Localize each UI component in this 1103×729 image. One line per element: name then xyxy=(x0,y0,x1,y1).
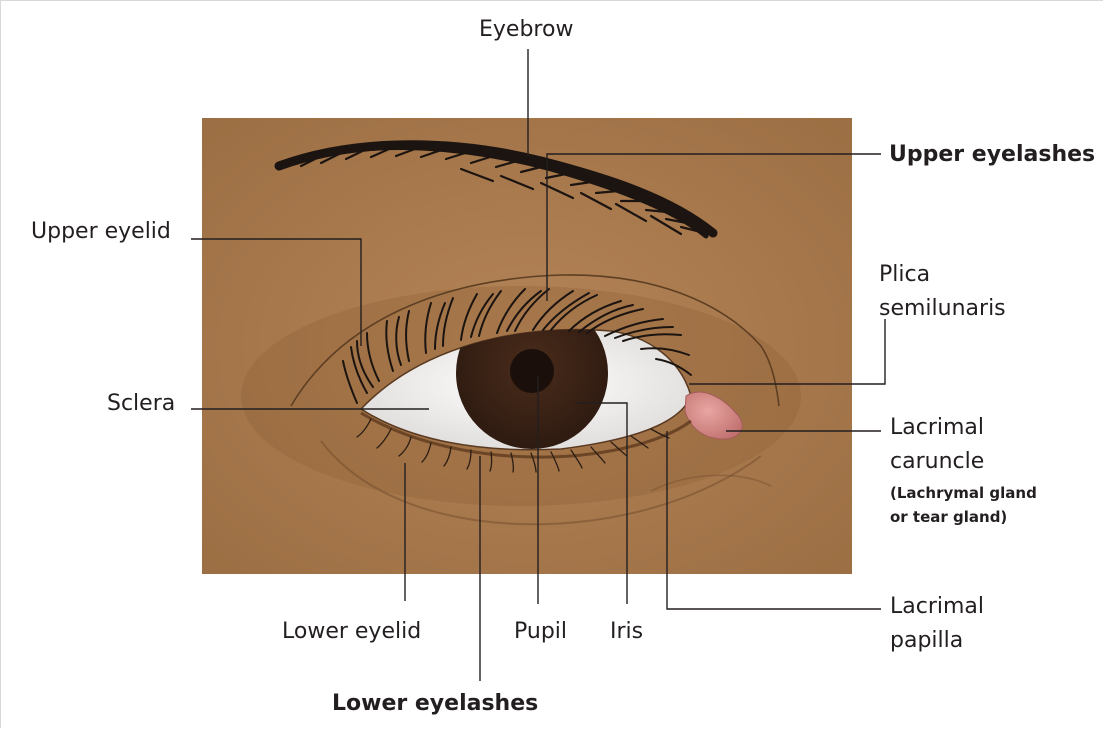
upper-eyelashes-label: Upper eyelashes xyxy=(889,138,1095,171)
caruncle-note-line2: or tear gland) xyxy=(890,506,1007,529)
lacrimal-caruncle-label-line2: caruncle xyxy=(890,445,984,478)
lower-eyelashes-label: Lower eyelashes xyxy=(332,687,538,720)
lacrimal-papilla-label-line2: papilla xyxy=(890,624,963,657)
plica-label-line1: Plica xyxy=(879,258,930,291)
sclera-label: Sclera xyxy=(107,387,175,420)
caruncle-note-line1: (Lachrymal gland xyxy=(890,482,1037,505)
upper-eyelid-label: Upper eyelid xyxy=(31,215,171,248)
pupil-shape xyxy=(510,349,554,393)
lacrimal-caruncle-label-line1: Lacrimal xyxy=(890,411,984,444)
iris-label: Iris xyxy=(610,615,643,648)
lower-eyelid-label: Lower eyelid xyxy=(282,615,421,648)
plica-label-line2: semilunaris xyxy=(879,292,1006,325)
eyebrow-label: Eyebrow xyxy=(479,13,573,46)
lacrimal-papilla-label-line1: Lacrimal xyxy=(890,590,984,623)
pupil-label: Pupil xyxy=(514,615,567,648)
